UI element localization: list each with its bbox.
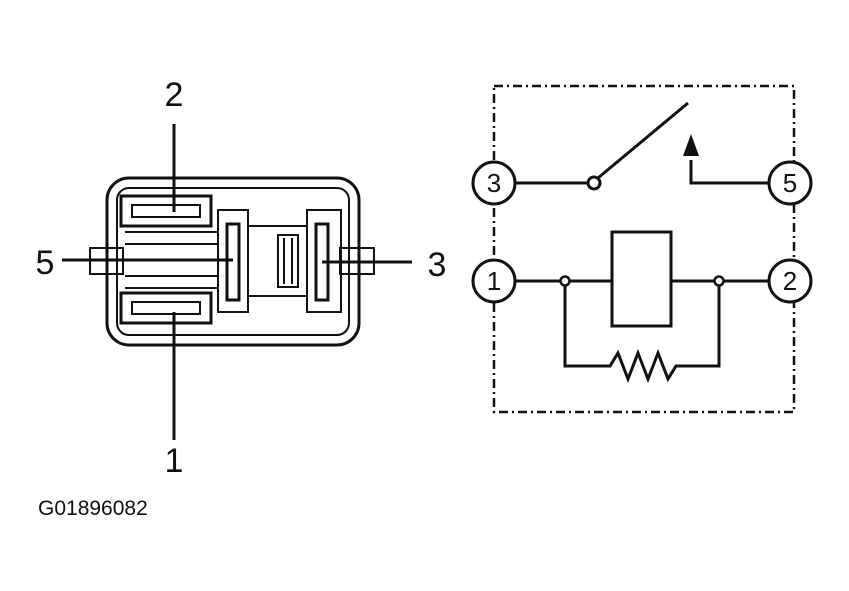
center-post [277,234,299,288]
schematic-label-2: 2 [783,266,797,296]
switch-wire-right [689,160,770,185]
terminal-1-blade [119,291,213,325]
schematic-label-3: 3 [487,168,501,198]
switch-pivot [586,175,602,191]
relay-coil [610,230,673,328]
schematic-terminal-1 [471,258,517,304]
resistor-branch [563,286,721,384]
relay-schematic: 3 5 1 2 [471,84,813,414]
junction-left [559,275,571,287]
terminal-1-slot [131,301,201,315]
junction-right [713,275,725,287]
schematic-label-1: 1 [487,266,501,296]
switch-contact-arm [597,101,689,180]
label-terminal-3: 3 [428,246,447,284]
schematic-terminal-5 [767,160,813,206]
relay-boundary [492,84,796,414]
label-terminal-5: 5 [36,244,55,282]
relay-connector-view: 2 1 5 3 [36,76,447,480]
schematic-label-5: 5 [783,168,797,198]
label-terminal-2: 2 [165,76,184,114]
figure-code: G01896082 [38,497,148,520]
terminal-2-blade [119,194,213,228]
switch-arrow [683,134,699,156]
schematic-terminal-2 [767,258,813,304]
terminal-2-slot [131,204,201,218]
terminal-5-blade [225,222,241,302]
schematic-terminal-3 [471,160,517,206]
label-terminal-1: 1 [165,442,184,480]
